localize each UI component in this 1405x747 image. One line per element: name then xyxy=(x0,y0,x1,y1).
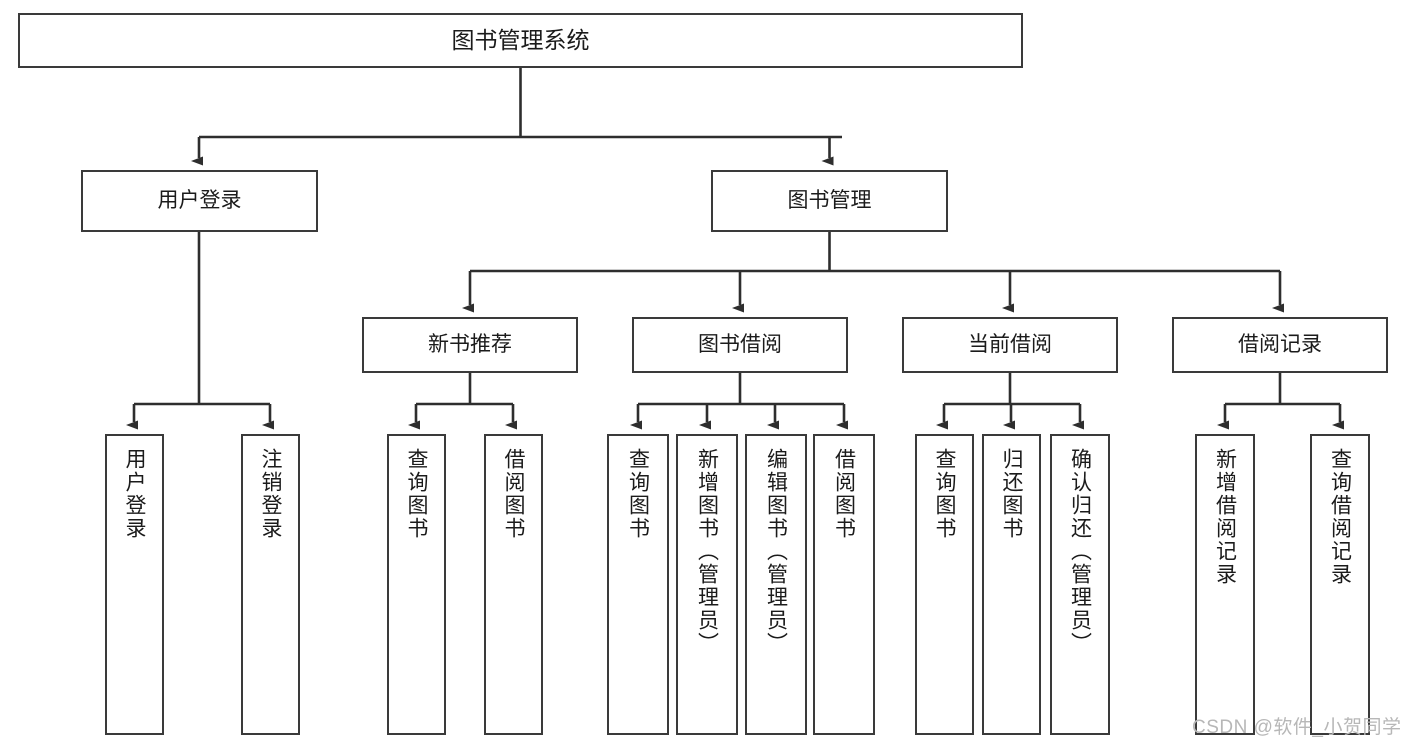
leaf-query-book-recommend[interactable]: 查询图书 xyxy=(387,434,446,735)
leaf-add-book-admin[interactable]: 新增图书（管理员） xyxy=(676,434,738,735)
leaf-borrow-book-recommend[interactable]: 借阅图书 xyxy=(484,434,543,735)
node-label: 查询图书 xyxy=(405,448,428,540)
node-label: 新增图书（管理员） xyxy=(695,448,719,655)
node-book-management[interactable]: 图书管理 xyxy=(711,170,948,232)
watermark-csdn: CSDN @软件_小贺同学 xyxy=(1192,717,1402,738)
node-label: 借阅记录 xyxy=(1238,332,1322,356)
leaf-user-login[interactable]: 用户登录 xyxy=(105,434,164,735)
leaf-query-book-borrow[interactable]: 查询图书 xyxy=(607,434,669,735)
node-label: 用户登录 xyxy=(123,448,146,540)
node-label: 确认归还（管理员） xyxy=(1068,448,1092,655)
node-borrow-record[interactable]: 借阅记录 xyxy=(1172,317,1388,373)
leaf-logout[interactable]: 注销登录 xyxy=(241,434,300,735)
leaf-confirm-return-admin[interactable]: 确认归还（管理员） xyxy=(1050,434,1110,735)
leaf-return-book[interactable]: 归还图书 xyxy=(982,434,1041,735)
node-current-borrow[interactable]: 当前借阅 xyxy=(902,317,1118,373)
node-label: 图书管理 xyxy=(787,188,872,212)
node-label: 编辑图书（管理员） xyxy=(764,448,788,655)
node-label: 查询图书 xyxy=(933,448,956,540)
node-label: 图书借阅 xyxy=(698,332,782,356)
leaf-edit-book-admin[interactable]: 编辑图书（管理员） xyxy=(745,434,807,735)
node-label: 注销登录 xyxy=(259,448,282,540)
leaf-query-book-current[interactable]: 查询图书 xyxy=(915,434,974,735)
node-user-login[interactable]: 用户登录 xyxy=(81,170,318,232)
node-label: 借阅图书 xyxy=(502,448,525,540)
node-label: 新书推荐 xyxy=(428,332,512,356)
node-label: 归还图书 xyxy=(1000,448,1023,540)
node-label: 当前借阅 xyxy=(968,332,1052,356)
node-new-book-recommend[interactable]: 新书推荐 xyxy=(362,317,578,373)
node-label: 新增借阅记录 xyxy=(1213,448,1237,586)
node-label: 借阅图书 xyxy=(832,448,856,540)
leaf-query-borrow-record[interactable]: 查询借阅记录 xyxy=(1310,434,1370,735)
node-label: 查询图书 xyxy=(626,448,650,540)
node-book-borrow[interactable]: 图书借阅 xyxy=(632,317,848,373)
node-label: 图书管理系统 xyxy=(451,26,590,53)
node-label: 用户登录 xyxy=(157,188,242,212)
node-label: 查询借阅记录 xyxy=(1328,448,1352,586)
node-root-system[interactable]: 图书管理系统 xyxy=(18,13,1023,68)
leaf-add-borrow-record[interactable]: 新增借阅记录 xyxy=(1195,434,1255,735)
leaf-borrow-book[interactable]: 借阅图书 xyxy=(813,434,875,735)
